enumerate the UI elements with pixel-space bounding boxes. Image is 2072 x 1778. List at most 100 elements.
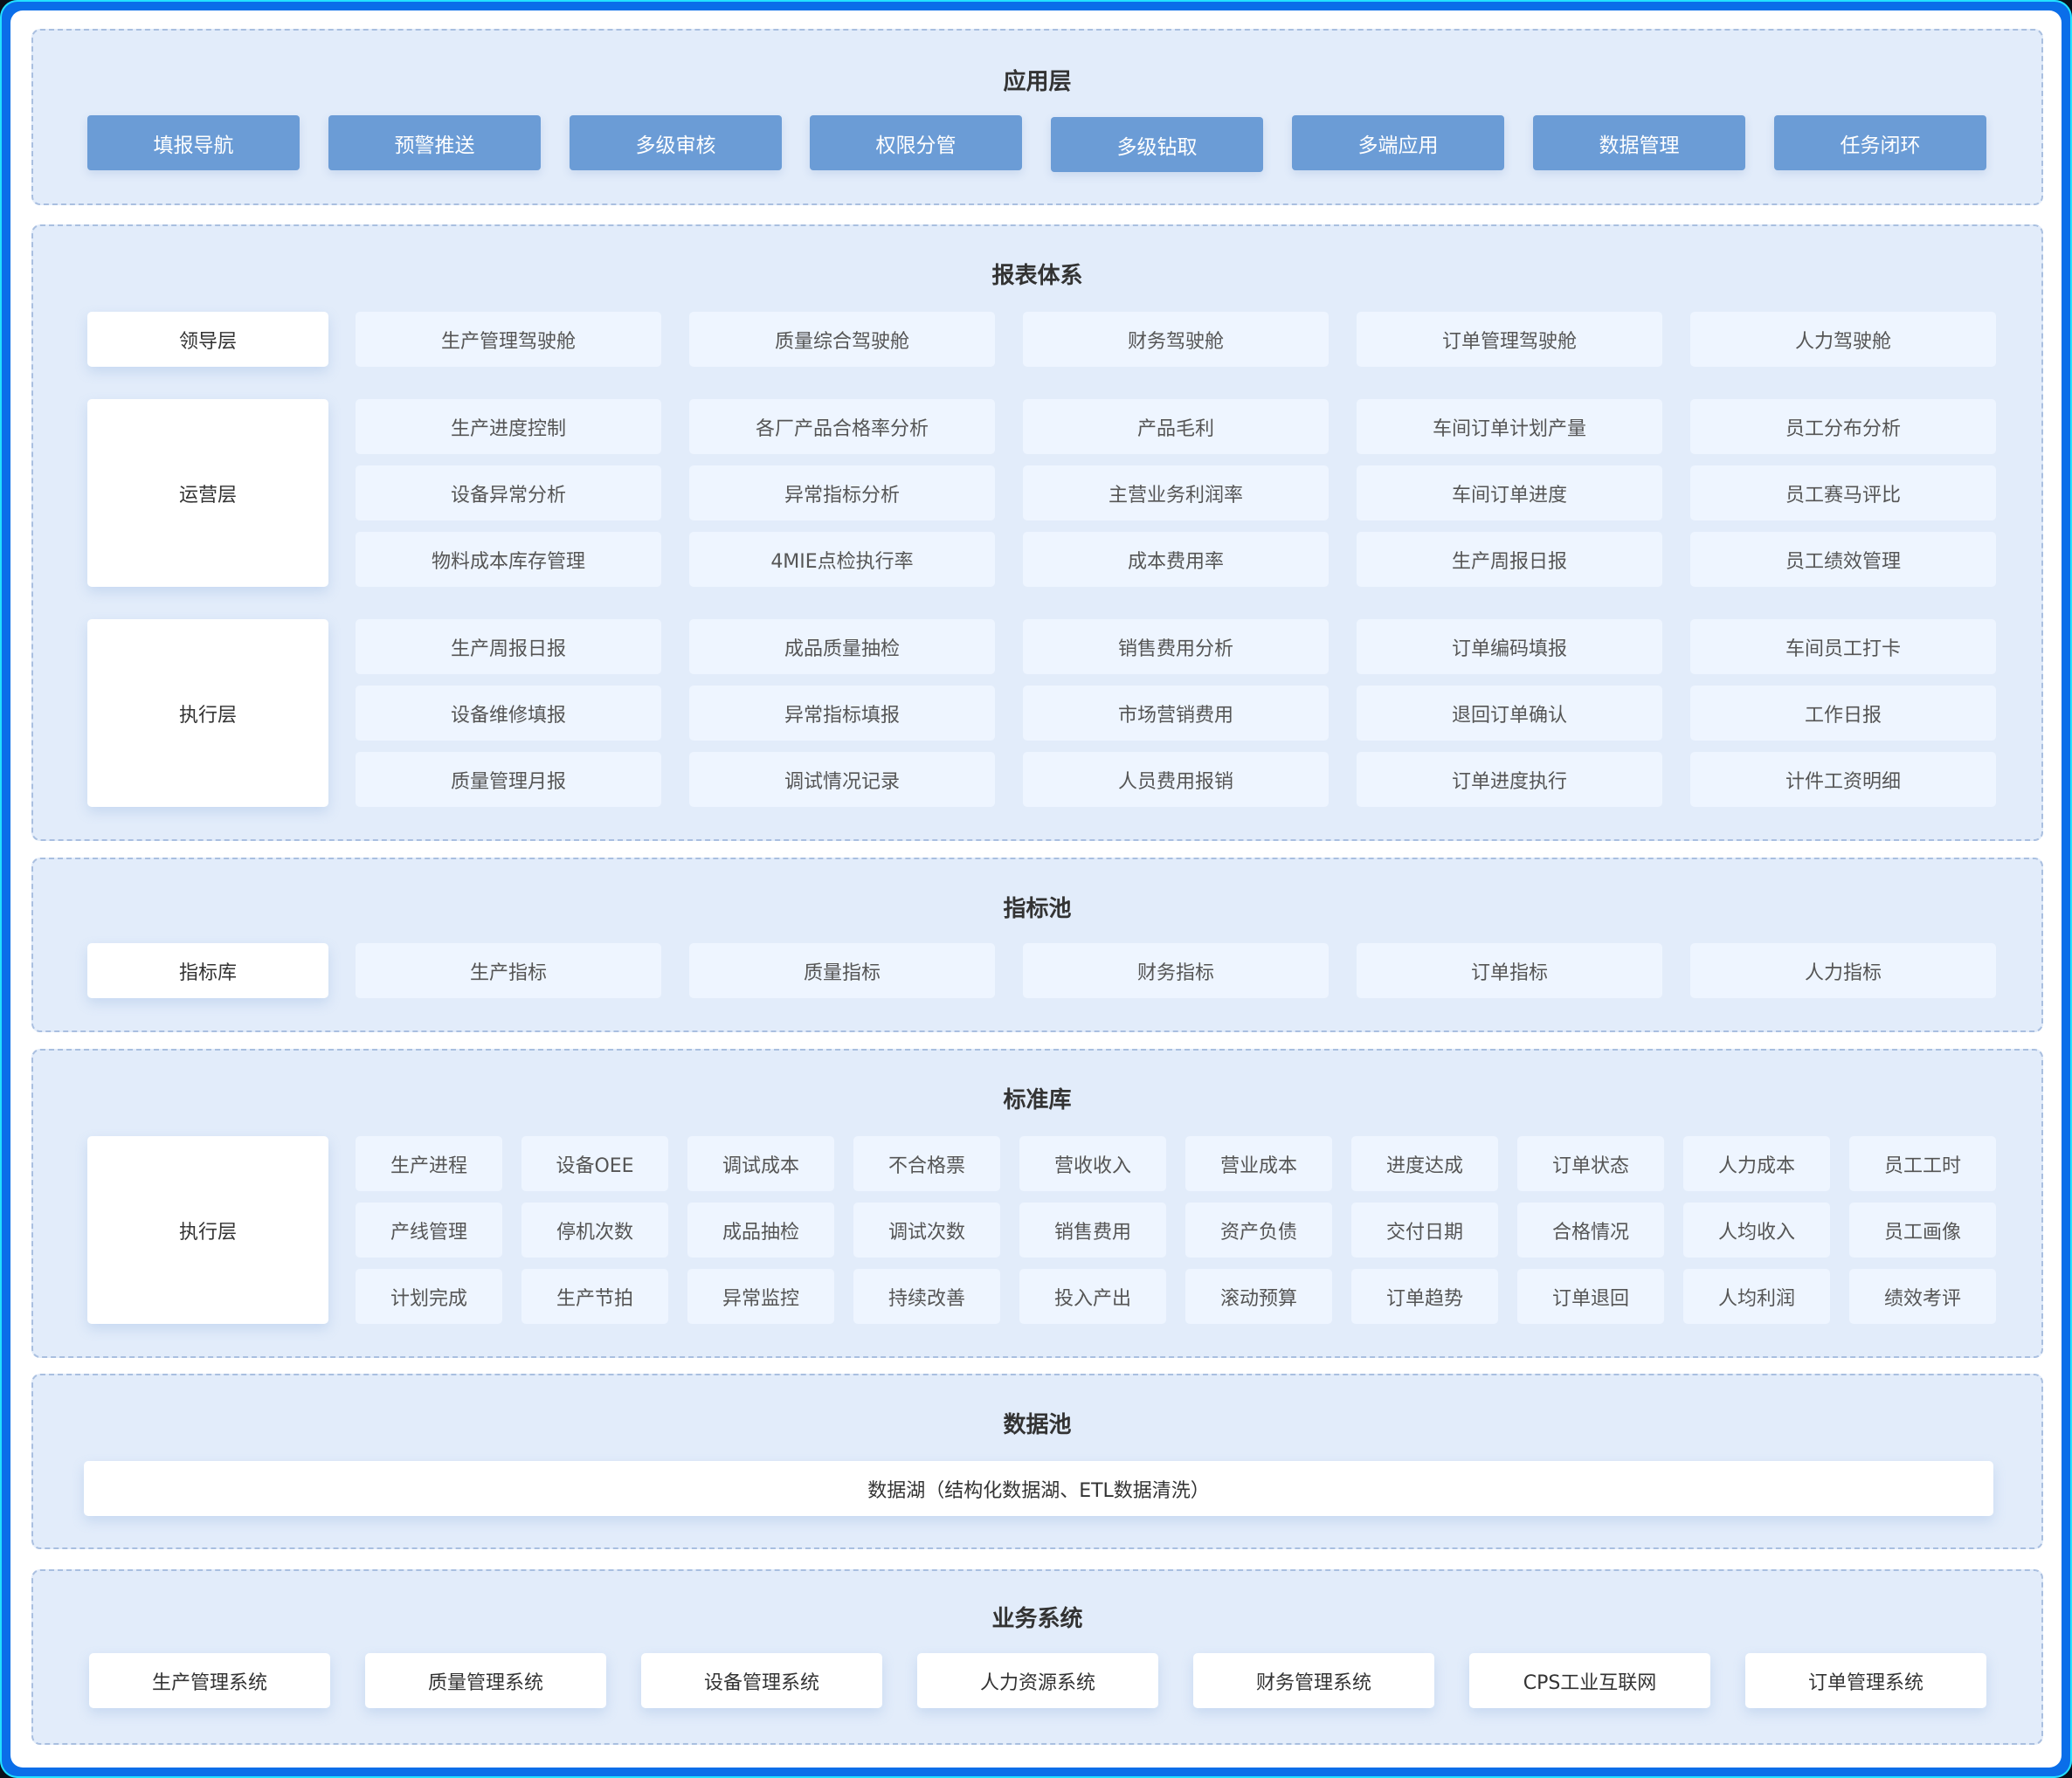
label-indicator-library: 指标库 (87, 943, 328, 998)
app-button-data-mgmt[interactable]: 数据管理 (1533, 115, 1745, 170)
standard-cell[interactable]: 订单状态 (1517, 1136, 1664, 1191)
report-cell[interactable]: 各厂产品合格率分析 (689, 399, 995, 454)
system-hr[interactable]: 人力资源系统 (917, 1653, 1158, 1708)
standard-cell[interactable]: 异常监控 (687, 1269, 834, 1324)
report-cell[interactable]: 设备异常分析 (356, 465, 661, 520)
report-cell[interactable]: 车间员工打卡 (1690, 619, 1996, 674)
standard-cell[interactable]: 调试成本 (687, 1136, 834, 1191)
section-app-layer: 应用层 填报导航 预警推送 多级审核 权限分管 多级钻取 多端应用 数据管理 任… (31, 29, 2043, 205)
standard-cell[interactable]: 营收收入 (1019, 1136, 1166, 1191)
report-cell[interactable]: 异常指标分析 (689, 465, 995, 520)
standard-cell[interactable]: 人均利润 (1683, 1269, 1830, 1324)
report-cell[interactable]: 生产进度控制 (356, 399, 661, 454)
standard-cell[interactable]: 滚动预算 (1185, 1269, 1332, 1324)
app-button-permission[interactable]: 权限分管 (810, 115, 1022, 170)
report-cell[interactable]: 销售费用分析 (1023, 619, 1329, 674)
report-cell[interactable]: 设备维修填报 (356, 686, 661, 741)
report-cell[interactable]: 员工分布分析 (1690, 399, 1996, 454)
app-button-multi-terminal[interactable]: 多端应用 (1292, 115, 1504, 170)
section-title: 应用层 (1003, 69, 1072, 95)
report-cell[interactable]: 异常指标填报 (689, 686, 995, 741)
report-cell[interactable]: 生产周报日报 (356, 619, 661, 674)
report-cell[interactable]: 质量综合驾驶舱 (689, 312, 995, 367)
standard-cell[interactable]: 产线管理 (356, 1203, 502, 1258)
section-title: 数据池 (1003, 1412, 1072, 1438)
app-button-task-loop[interactable]: 任务闭环 (1774, 115, 1986, 170)
data-lake-bar[interactable]: 数据湖（结构化数据湖、ETL数据清洗） (84, 1461, 1993, 1516)
section-indicator-pool: 指标池 指标库 生产指标 质量指标 财务指标 订单指标 人力指标 (31, 858, 2043, 1032)
report-cell[interactable]: 车间订单计划产量 (1357, 399, 1662, 454)
standard-cell[interactable]: 人力成本 (1683, 1136, 1830, 1191)
report-cell[interactable]: 工作日报 (1690, 686, 1996, 741)
report-cell[interactable]: 成本费用率 (1023, 532, 1329, 587)
standard-cell[interactable]: 人均收入 (1683, 1203, 1830, 1258)
standard-cell[interactable]: 进度达成 (1351, 1136, 1498, 1191)
report-cell[interactable]: 物料成本库存管理 (356, 532, 661, 587)
standard-cell[interactable]: 资产负债 (1185, 1203, 1332, 1258)
report-cell[interactable]: 质量管理月报 (356, 752, 661, 807)
report-cell[interactable]: 订单编码填报 (1357, 619, 1662, 674)
report-cell[interactable]: 员工绩效管理 (1690, 532, 1996, 587)
standard-cell[interactable]: 持续改善 (853, 1269, 1000, 1324)
report-cell[interactable]: 订单进度执行 (1357, 752, 1662, 807)
system-order[interactable]: 订单管理系统 (1745, 1653, 1986, 1708)
indicator-cell[interactable]: 财务指标 (1023, 943, 1329, 998)
report-cell[interactable]: 计件工资明细 (1690, 752, 1996, 807)
standard-cell[interactable]: 设备OEE (521, 1136, 668, 1191)
system-quality[interactable]: 质量管理系统 (365, 1653, 606, 1708)
label-operations: 运营层 (87, 399, 328, 587)
report-cell[interactable]: 产品毛利 (1023, 399, 1329, 454)
section-title: 标准库 (1003, 1087, 1072, 1113)
report-cell[interactable]: 员工赛马评比 (1690, 465, 1996, 520)
system-equipment[interactable]: 设备管理系统 (641, 1653, 882, 1708)
report-cell[interactable]: 4MIE点检执行率 (689, 532, 995, 587)
report-cell[interactable]: 生产管理驾驶舱 (356, 312, 661, 367)
standard-cell[interactable]: 员工画像 (1849, 1203, 1996, 1258)
standard-cell[interactable]: 计划完成 (356, 1269, 502, 1324)
standard-cell[interactable]: 投入产出 (1019, 1269, 1166, 1324)
section-title: 报表体系 (991, 263, 1083, 289)
report-cell[interactable]: 人员费用报销 (1023, 752, 1329, 807)
standard-cell[interactable]: 员工工时 (1849, 1136, 1996, 1191)
report-cell[interactable]: 财务驾驶舱 (1023, 312, 1329, 367)
indicator-cell[interactable]: 订单指标 (1357, 943, 1662, 998)
system-production[interactable]: 生产管理系统 (89, 1653, 330, 1708)
app-button-multi-review[interactable]: 多级审核 (570, 115, 782, 170)
system-cps-iiot[interactable]: CPS工业互联网 (1469, 1653, 1710, 1708)
report-cell[interactable]: 退回订单确认 (1357, 686, 1662, 741)
app-button-fill-nav[interactable]: 填报导航 (87, 115, 300, 170)
standard-cell[interactable]: 生产进程 (356, 1136, 502, 1191)
indicator-cell[interactable]: 质量指标 (689, 943, 995, 998)
app-button-alert-push[interactable]: 预警推送 (328, 115, 541, 170)
report-cell[interactable]: 订单管理驾驶舱 (1357, 312, 1662, 367)
report-cell[interactable]: 主营业务利润率 (1023, 465, 1329, 520)
standard-cell[interactable]: 绩效考评 (1849, 1269, 1996, 1324)
section-report-system: 报表体系 领导层 生产管理驾驶舱 质量综合驾驶舱 财务驾驶舱 订单管理驾驶舱 人… (31, 224, 2043, 841)
standard-cell[interactable]: 订单趋势 (1351, 1269, 1498, 1324)
report-cell[interactable]: 调试情况记录 (689, 752, 995, 807)
standard-cell[interactable]: 合格情况 (1517, 1203, 1664, 1258)
standard-cell[interactable]: 销售费用 (1019, 1203, 1166, 1258)
report-cell[interactable]: 车间订单进度 (1357, 465, 1662, 520)
standard-cell[interactable]: 调试次数 (853, 1203, 1000, 1258)
label-leadership: 领导层 (87, 312, 328, 367)
report-cell[interactable]: 成品质量抽检 (689, 619, 995, 674)
standard-cell[interactable]: 生产节拍 (521, 1269, 668, 1324)
section-standard-library: 标准库 执行层 生产进程 设备OEE 调试成本 不合格票 营收收入 营业成本 进… (31, 1049, 2043, 1358)
report-cell[interactable]: 市场营销费用 (1023, 686, 1329, 741)
section-title: 业务系统 (991, 1606, 1083, 1632)
standard-cell[interactable]: 不合格票 (853, 1136, 1000, 1191)
app-button-drilldown[interactable]: 多级钻取 (1051, 117, 1263, 172)
indicator-cell[interactable]: 人力指标 (1690, 943, 1996, 998)
standard-cell[interactable]: 停机次数 (521, 1203, 668, 1258)
standard-cell[interactable]: 订单退回 (1517, 1269, 1664, 1324)
report-cell[interactable]: 生产周报日报 (1357, 532, 1662, 587)
standard-cell[interactable]: 营业成本 (1185, 1136, 1332, 1191)
report-cell[interactable]: 人力驾驶舱 (1690, 312, 1996, 367)
label-execution: 执行层 (87, 1136, 328, 1324)
indicator-cell[interactable]: 生产指标 (356, 943, 661, 998)
system-finance[interactable]: 财务管理系统 (1193, 1653, 1434, 1708)
standard-cell[interactable]: 交付日期 (1351, 1203, 1498, 1258)
section-data-pool: 数据池 数据湖（结构化数据湖、ETL数据清洗） (31, 1374, 2043, 1549)
standard-cell[interactable]: 成品抽检 (687, 1203, 834, 1258)
